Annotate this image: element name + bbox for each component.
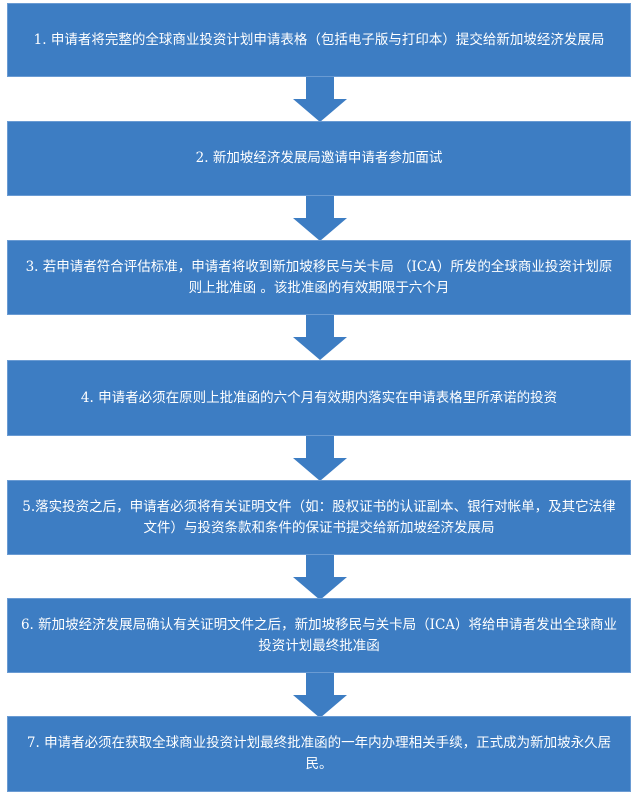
down-arrow-icon	[293, 315, 347, 360]
step-1-box: 1. 申请者将完整的全球商业投资计划申请表格（包括电子版与打印本）提交给新加坡经…	[7, 3, 631, 77]
step-7-text: 7. 申请者必须在获取全球商业投资计划最终批准函的一年内办理相关手续，正式成为新…	[26, 735, 612, 772]
step-2-text: 2. 新加坡经济发展局邀请申请者参加面试	[195, 150, 443, 166]
step-6-box: 6. 新加坡经济发展局确认有关证明文件之后，新加坡移民与关卡局（ICA）将给申请…	[7, 598, 631, 673]
step-5-text: 5.落实投资之后，申请者必须将有关证明文件（如：股权证书的认证副本、银行对帐单，…	[22, 498, 616, 536]
down-arrow-icon	[293, 196, 347, 241]
step-1-text: 1. 申请者将完整的全球商业投资计划申请表格（包括电子版与打印本）提交给新加坡经…	[33, 31, 605, 48]
step-4-box: 4. 申请者必须在原则上批准函的六个月有效期内落实在申请表格里所承诺的投资	[7, 360, 631, 436]
step-4-text: 4. 申请者必须在原则上批准函的六个月有效期内落实在申请表格里所承诺的投资	[80, 389, 558, 406]
step-5-box: 5.落实投资之后，申请者必须将有关证明文件（如：股权证书的认证副本、银行对帐单，…	[7, 480, 631, 555]
step-3-box: 3. 若申请者符合评估标准，申请者将收到新加坡移民与关卡局 （ICA）所发的全球…	[7, 240, 631, 315]
down-arrow-icon	[293, 673, 347, 718]
step-6-text: 6. 新加坡经济发展局确认有关证明文件之后，新加坡移民与关卡局（ICA）将给申请…	[20, 616, 618, 654]
down-arrow-icon	[293, 555, 347, 600]
down-arrow-icon	[293, 77, 347, 122]
step-2-box: 2. 新加坡经济发展局邀请申请者参加面试	[7, 121, 631, 196]
down-arrow-icon	[293, 436, 347, 481]
step-3-text: 3. 若申请者符合评估标准，申请者将收到新加坡移民与关卡局 （ICA）所发的全球…	[25, 258, 613, 296]
step-7-box: 7. 申请者必须在获取全球商业投资计划最终批准函的一年内办理相关手续，正式成为新…	[7, 716, 631, 792]
